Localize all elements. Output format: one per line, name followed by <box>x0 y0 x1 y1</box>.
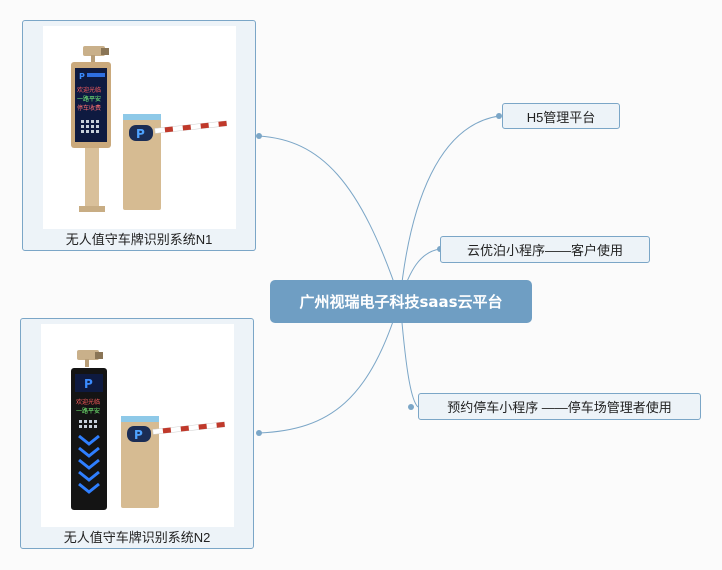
display-line: 欢迎光临 <box>76 398 100 406</box>
connector-to-n1 <box>258 135 401 301</box>
sign-glyph: P <box>79 72 85 81</box>
connector-dot <box>496 113 502 119</box>
display-line: 一路平安 <box>77 95 101 103</box>
platform-node-reserve[interactable]: 预约停车小程序 ——停车场管理者使用 <box>418 393 701 420</box>
connector-dot <box>408 404 414 410</box>
platform-node-h5[interactable]: H5管理平台 <box>502 103 620 129</box>
display-line: 停车收费 <box>77 104 101 112</box>
barrier-gate-illustration: P 欢迎光临 一路平安 P <box>71 350 226 510</box>
product-photo-n1: P 欢迎光临 一路平安 停车收费 P <box>43 26 236 229</box>
product-photo-n2: P 欢迎光临 一路平安 P <box>41 324 234 527</box>
connector-to-h5 <box>399 115 500 301</box>
sign-glyph: P <box>136 127 145 141</box>
product-card-n1[interactable]: P 欢迎光临 一路平安 停车收费 P <box>22 20 256 251</box>
product-label-n2: 无人值守车牌识别系统N2 <box>63 529 211 545</box>
display-line: 欢迎光临 <box>77 86 101 94</box>
sign-glyph: P <box>84 377 93 391</box>
sign-glyph: P <box>134 428 143 442</box>
product-label-n1: 无人值守车牌识别系统N1 <box>65 231 213 247</box>
barrier-gate-illustration: P 欢迎光临 一路平安 停车收费 P <box>71 46 228 212</box>
central-topic[interactable]: 广州视瑞电子科技saas云平台 <box>270 280 532 323</box>
connector-to-n2 <box>258 299 401 434</box>
connector-dot <box>256 133 262 139</box>
display-line: 一路平安 <box>76 407 100 415</box>
platform-node-cloud[interactable]: 云优泊小程序——客户使用 <box>440 236 650 263</box>
connector-dot <box>256 430 262 436</box>
product-card-n2[interactable]: P 欢迎光临 一路平安 P <box>20 318 254 549</box>
